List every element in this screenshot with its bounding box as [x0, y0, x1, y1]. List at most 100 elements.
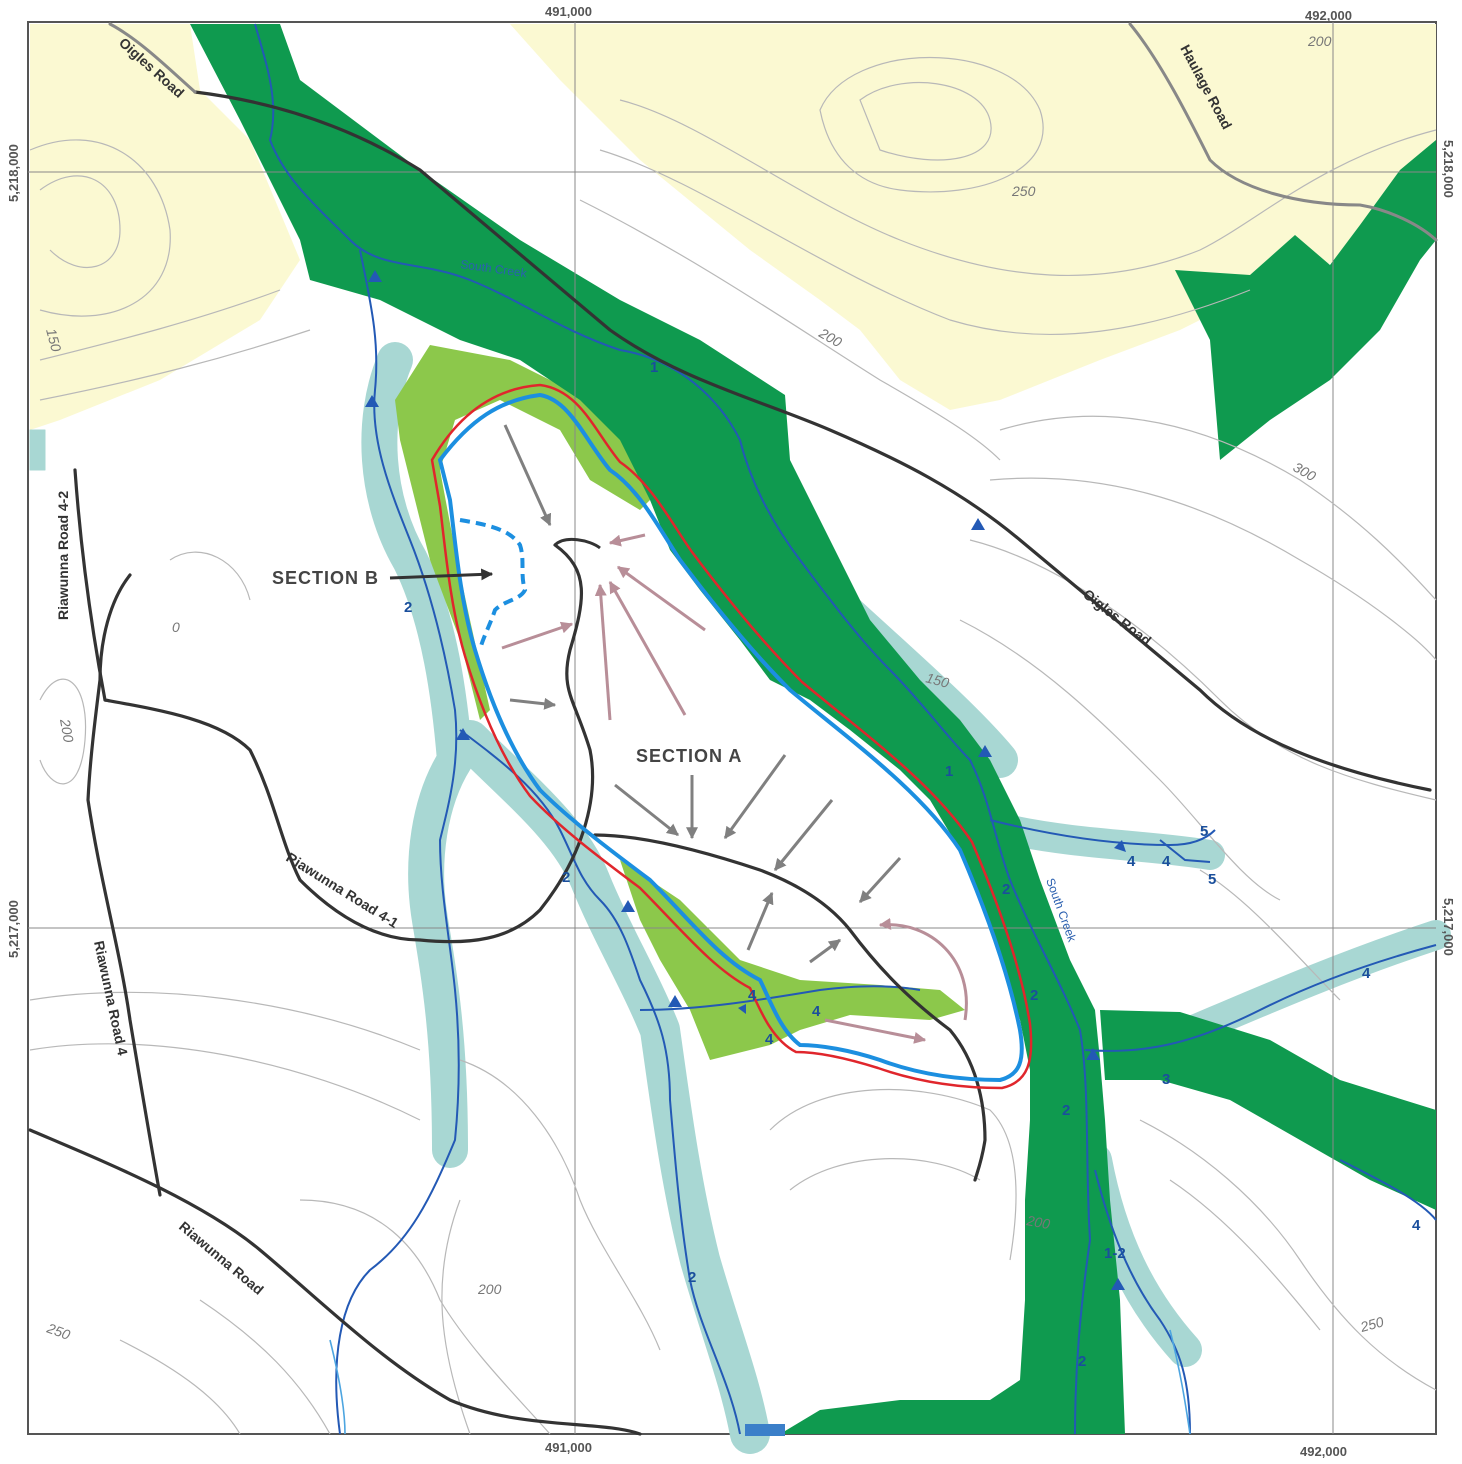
contour: [619, 99, 1437, 277]
flow-marker: [1111, 1278, 1125, 1290]
contour: [299, 1199, 551, 1435]
arrow-icon: [723, 754, 787, 839]
contour: [39, 329, 311, 401]
stream-flow-markers: [365, 270, 1126, 1290]
contour: [1199, 869, 1341, 1001]
arrow-icon: [746, 891, 774, 951]
contour-lines: [29, 56, 1437, 1435]
stream-order-label: 1: [945, 763, 953, 780]
contour: [29, 991, 421, 1051]
grid-lines: [28, 22, 1436, 1434]
stream-far-east: [1339, 1159, 1437, 1221]
contour-label: 0: [172, 619, 180, 635]
map-content: [28, 22, 1451, 1454]
stream-order-label: 3: [1162, 1071, 1170, 1088]
flow-marker: [456, 728, 470, 740]
stream-order-label: 5: [1208, 871, 1216, 888]
harvest-direction-arrows-grey: [503, 424, 902, 964]
arrow-icon: [614, 783, 679, 837]
stream-order-label: 2: [404, 599, 412, 616]
road-riawunna-4-1: [103, 543, 595, 944]
contour: [789, 1158, 981, 1191]
contour: [1139, 1119, 1437, 1391]
road-riawunna-road: [28, 1128, 642, 1436]
stream-order-label: 1: [650, 359, 658, 376]
flow-marker: [971, 518, 985, 530]
section-a-label: SECTION A: [636, 746, 742, 766]
easting-label-bottom-491000: 491,000: [545, 1440, 592, 1455]
arrow-icon: [824, 1018, 927, 1044]
wet-area-south: [620, 860, 965, 1060]
contour-label: 250: [44, 1319, 73, 1342]
stream-order-label: 5: [1200, 823, 1208, 840]
northing-label-right-5217000: 5,217,000: [1441, 898, 1456, 956]
section-b-label: SECTION B: [272, 568, 379, 588]
arrow-icon: [608, 533, 646, 547]
contour: [39, 289, 281, 361]
stream-light-blue-a: [329, 1339, 346, 1435]
contour: [999, 415, 1437, 601]
contour: [39, 678, 87, 785]
contour-label: 200: [1307, 33, 1332, 49]
road-oigles-road: [193, 90, 1432, 792]
stream-east-tributary-2: [1084, 944, 1437, 1052]
section-b-boundary: [459, 518, 528, 651]
flow-marker: [738, 1004, 746, 1014]
arrow-icon: [608, 580, 687, 716]
arrow-icon: [594, 583, 612, 721]
stream-order-label: 2: [688, 1269, 696, 1286]
section-a-internal-road: [553, 537, 601, 550]
contour: [1169, 1179, 1321, 1331]
flow-marker: [978, 745, 992, 757]
stream-order-label: 4: [1362, 965, 1371, 982]
easting-label-top-492000: 492,000: [1305, 8, 1352, 23]
stream-order-label: 4: [765, 1031, 774, 1048]
road-oigles-road-northwest-grey: [108, 22, 197, 94]
contour: [119, 1339, 241, 1435]
stream-order-labels: 1 2 2 2 1 2 2 4 4 4 5 5 4 4 4 3 2 1-2 2 …: [404, 359, 1421, 1370]
arrow-icon: [501, 621, 574, 650]
contour-label: 150: [43, 327, 65, 354]
contour-label: 200: [477, 1281, 502, 1297]
arrow-icon: [617, 565, 706, 632]
arrow-icon: [509, 697, 557, 710]
arrow-icon: [503, 424, 552, 527]
contour: [859, 82, 992, 161]
stream-west-branch: [335, 249, 460, 1435]
arrow-icon: [809, 938, 841, 964]
contour-label: 200: [57, 717, 77, 744]
stream-order-label: 2: [562, 869, 570, 886]
arrow-icon: [878, 917, 968, 1021]
contour: [29, 1043, 421, 1121]
stream-order-label: 4: [748, 987, 757, 1004]
harvest-boundary-blue: [437, 392, 1024, 1083]
road-section-a-spur: [593, 833, 987, 1182]
roads: [28, 22, 1438, 1436]
contour: [819, 56, 1044, 193]
contour: [169, 551, 251, 601]
stream-order-label: 2: [1062, 1102, 1070, 1119]
northing-label-left-5218000: 5,218,000: [6, 144, 21, 202]
stream-order-label: 4: [1127, 853, 1136, 870]
culvert-marker: [745, 1424, 785, 1436]
contour: [989, 477, 1437, 661]
arrow-icon: [773, 799, 834, 871]
harvest-direction-arrows-mauve: [501, 533, 968, 1044]
road-haulage-road: [1128, 22, 1438, 242]
northing-label-right-5218000: 5,218,000: [1441, 140, 1456, 198]
stream-order-label: 4: [812, 1003, 821, 1020]
stream-south-creek-main: [254, 23, 1092, 1435]
northing-label-left-5217000: 5,217,000: [6, 900, 21, 958]
plantation-area-northwest: [30, 24, 300, 430]
contour-label: 250: [1011, 183, 1036, 199]
contour-label: 200: [1024, 1212, 1051, 1232]
contour: [579, 199, 1001, 461]
flow-marker: [365, 395, 379, 407]
stream-southeast-branch: [1094, 1169, 1191, 1435]
arrow-icon: [858, 856, 902, 904]
flow-marker: [621, 900, 635, 912]
buffer-east-tributary: [995, 815, 1225, 870]
stream-order-label: 4: [1162, 853, 1171, 870]
buffer-west-edge: [29, 429, 46, 471]
easting-label-bottom-492000: 492,000: [1300, 1444, 1347, 1459]
